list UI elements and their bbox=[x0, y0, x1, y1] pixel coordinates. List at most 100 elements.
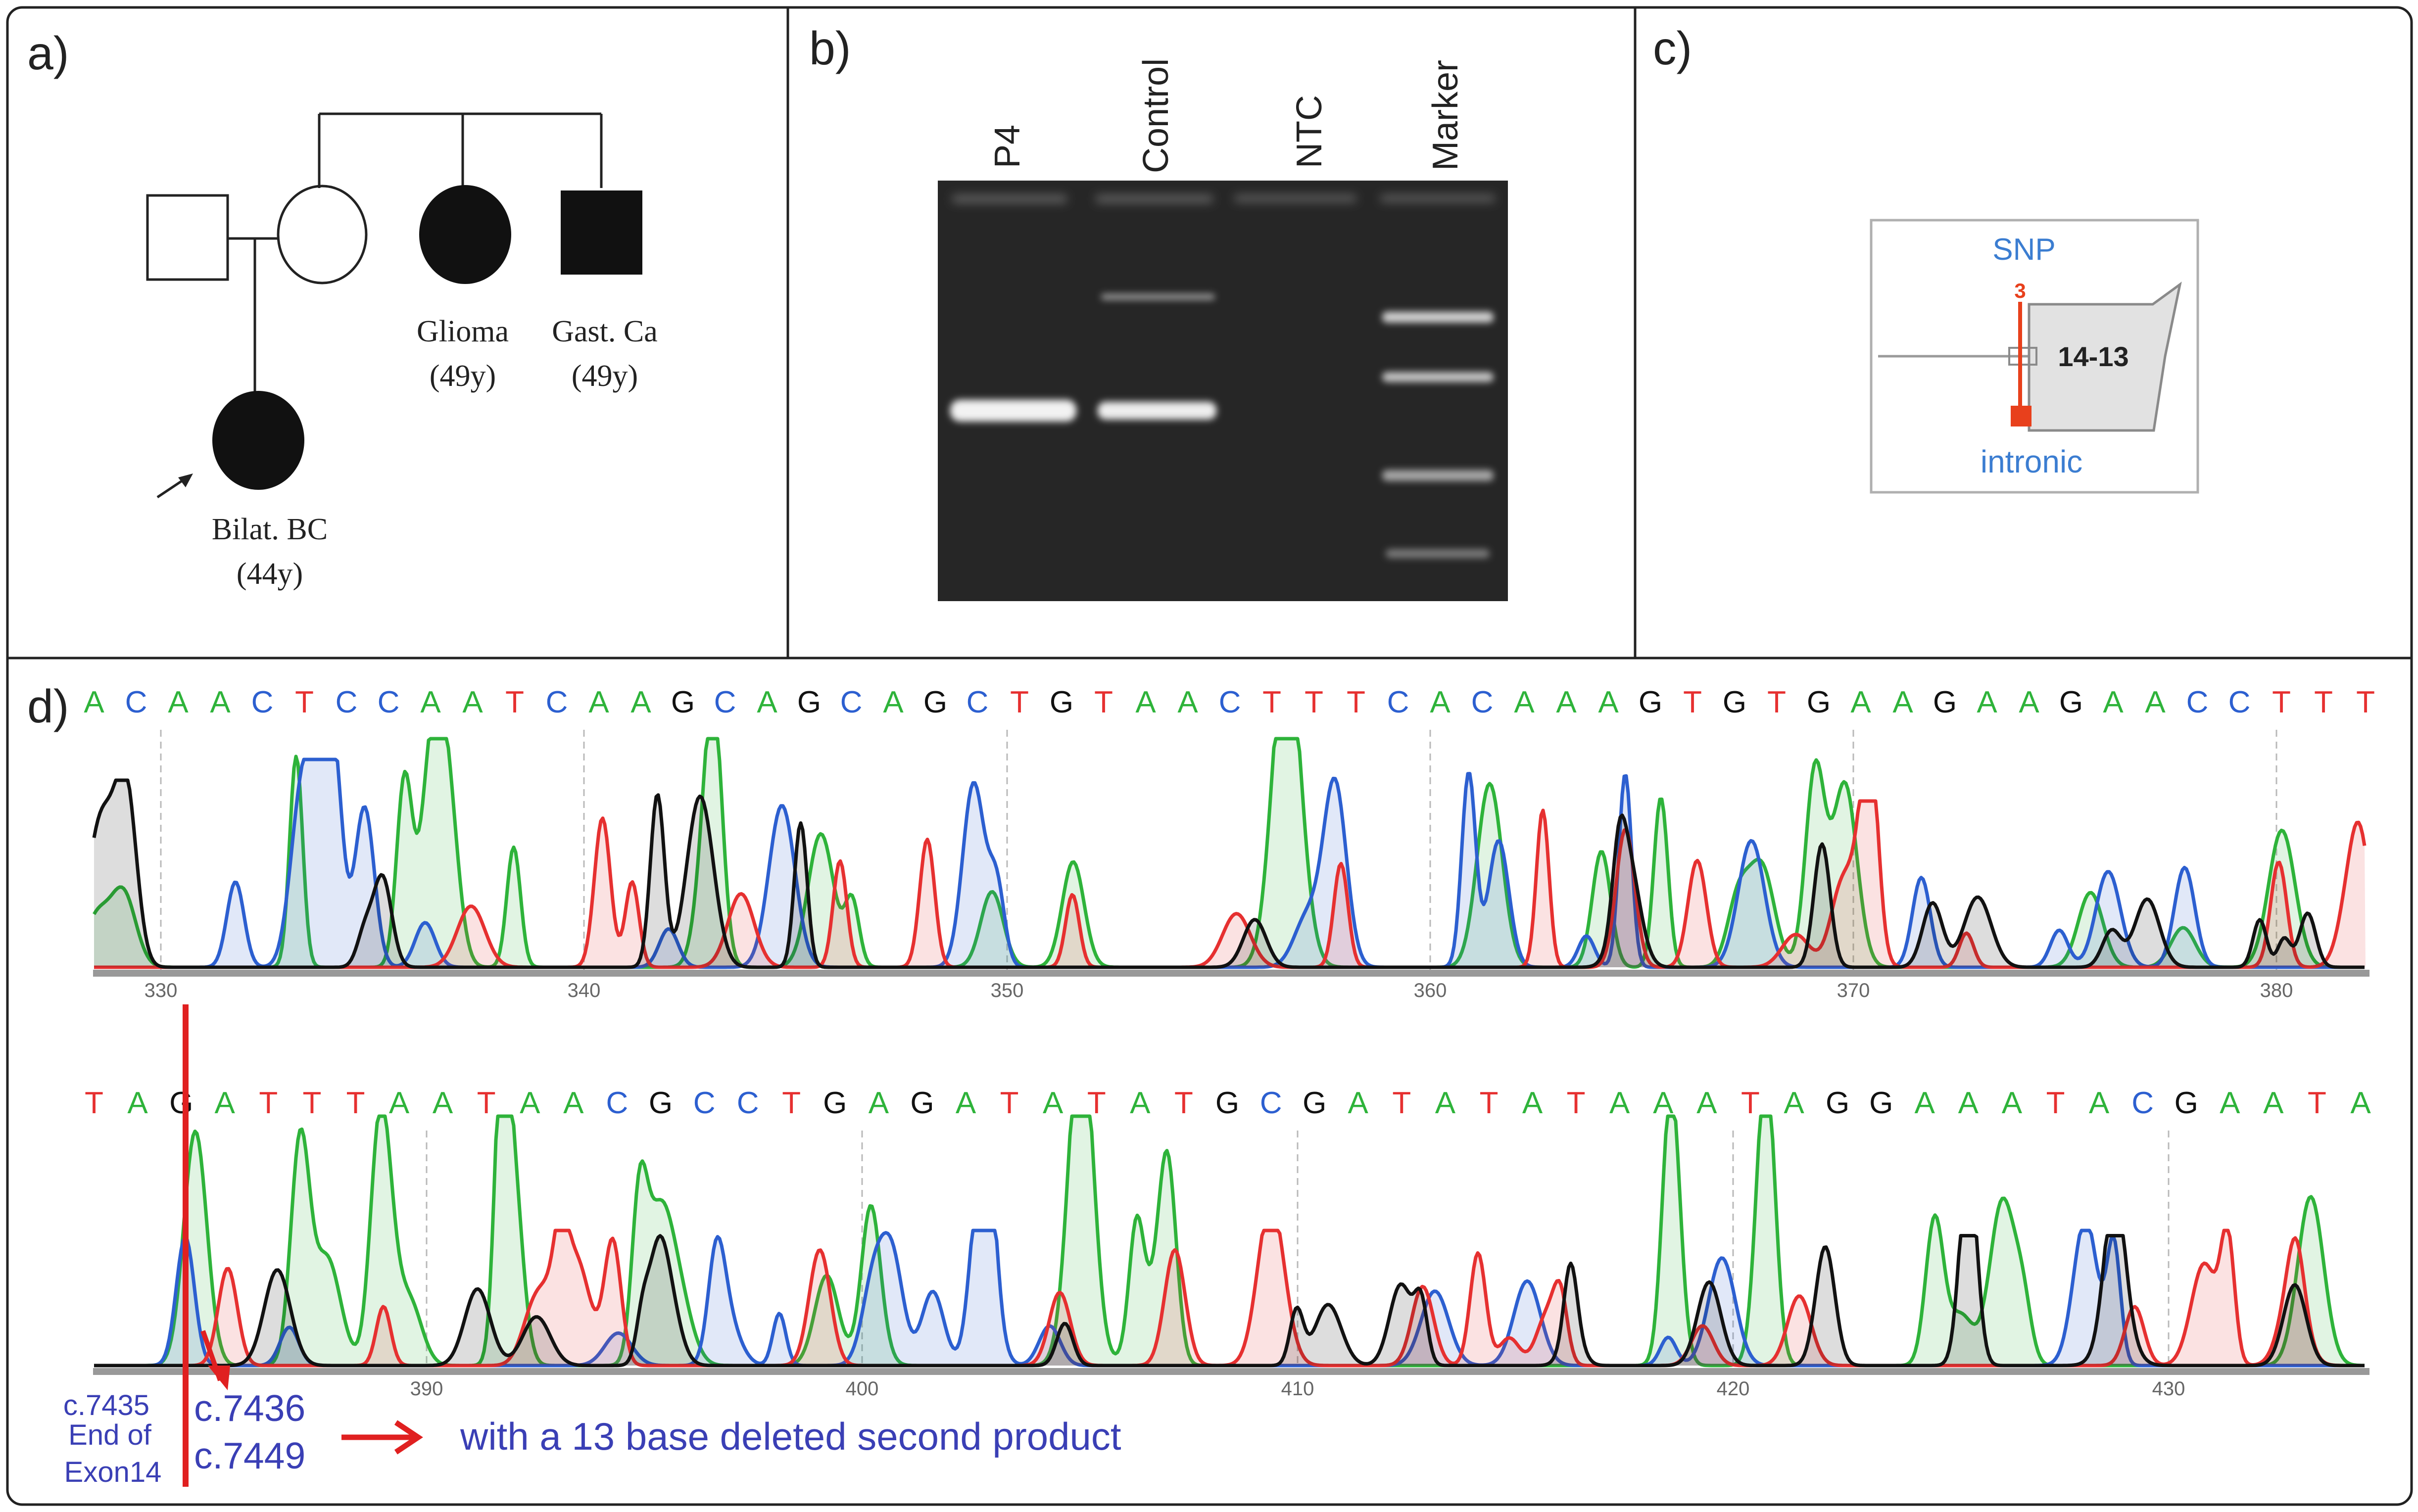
base-letter: T bbox=[302, 1086, 321, 1120]
base-letter: C bbox=[546, 685, 568, 719]
top-axis-bar bbox=[93, 970, 2370, 977]
base-letter: A bbox=[630, 685, 651, 719]
axis-tick-label: 400 bbox=[846, 1378, 879, 1400]
base-letter: A bbox=[2220, 1086, 2240, 1120]
base-letter: A bbox=[168, 685, 189, 719]
base-letter: C bbox=[125, 685, 147, 719]
band-p4 bbox=[950, 400, 1076, 422]
base-letter: T bbox=[1683, 685, 1702, 719]
base-letter: G bbox=[1723, 685, 1746, 719]
base-letter: C bbox=[336, 685, 358, 719]
base-letter: T bbox=[1010, 685, 1029, 719]
base-letter: T bbox=[2356, 685, 2375, 719]
trace-line bbox=[94, 799, 2367, 969]
trace-area bbox=[94, 1230, 2366, 1366]
base-letter: A bbox=[1598, 685, 1619, 719]
base-letter: C bbox=[1387, 685, 1409, 719]
base-letter: A bbox=[1892, 685, 1913, 719]
base-letter: G bbox=[2059, 685, 2083, 719]
base-letter: G bbox=[910, 1086, 934, 1120]
base-letter: A bbox=[1696, 1086, 1717, 1120]
snp-label: SNP bbox=[1992, 233, 2055, 267]
base-letter: A bbox=[2019, 685, 2039, 719]
base-letter: T bbox=[1392, 1086, 1411, 1120]
base-letter: T bbox=[2046, 1086, 2065, 1120]
base-letter: A bbox=[1784, 1086, 1804, 1120]
base-letter: T bbox=[1000, 1086, 1019, 1120]
annotation-gastric-age: (49y) bbox=[572, 359, 638, 393]
base-letter: A bbox=[2350, 1086, 2371, 1120]
base-letter: T bbox=[259, 1086, 278, 1120]
axis-tick-label: 430 bbox=[2152, 1378, 2185, 1400]
base-letter: A bbox=[869, 1086, 889, 1120]
base-letter: A bbox=[462, 685, 483, 719]
base-letter: A bbox=[563, 1086, 584, 1120]
trace-area bbox=[94, 1116, 2366, 1366]
pedigree-female-glioma bbox=[419, 185, 511, 284]
gel-bands bbox=[950, 294, 1494, 558]
base-letter: A bbox=[588, 685, 609, 719]
base-letter: A bbox=[2145, 685, 2166, 719]
panel-b: b) P4 Control NTC Marker bbox=[809, 22, 1508, 601]
panel-b-label: b) bbox=[809, 22, 851, 75]
pedigree-male-unaffected bbox=[146, 194, 229, 281]
base-letter: C bbox=[251, 685, 274, 719]
base-letter: A bbox=[757, 685, 777, 719]
base-letter: C bbox=[2186, 685, 2209, 719]
exon-end-text: End of bbox=[68, 1419, 152, 1451]
snp-marker-box bbox=[2008, 347, 2037, 366]
base-letter: G bbox=[1869, 1086, 1893, 1120]
pedigree-annotations: Glioma (49y) Gast. Ca (49y) Bilat. BC (4… bbox=[212, 315, 658, 591]
base-letter: T bbox=[346, 1086, 365, 1120]
lane-label-p4: P4 bbox=[988, 125, 1027, 168]
trace-area bbox=[94, 801, 2366, 967]
panel-c: c) 3 SNP 14-13 intronic bbox=[1653, 22, 2199, 494]
base-letter: G bbox=[797, 685, 821, 719]
base-letter: T bbox=[2308, 1086, 2326, 1120]
base-letter: T bbox=[2272, 685, 2291, 719]
snp-exon-block bbox=[2028, 282, 2182, 432]
base-letter: G bbox=[2175, 1086, 2198, 1120]
base-letter: C bbox=[1260, 1086, 1282, 1120]
pedigree-proband bbox=[212, 391, 304, 490]
base-letter: C bbox=[606, 1086, 629, 1120]
base-letter: A bbox=[215, 1086, 236, 1120]
axis-tick-label: 330 bbox=[145, 980, 178, 1001]
base-letter: A bbox=[1043, 1086, 1064, 1120]
exon-end-annotation: c.7435 End of Exon14 bbox=[63, 1389, 161, 1488]
panel-a-label: a) bbox=[27, 27, 69, 80]
axis-tick-label: 360 bbox=[1414, 980, 1447, 1001]
base-letter: A bbox=[1130, 1086, 1151, 1120]
base-letter: G bbox=[1807, 685, 1831, 719]
trace-line bbox=[92, 778, 2365, 969]
base-letter: G bbox=[1933, 685, 1957, 719]
base-letter: A bbox=[1850, 685, 1871, 719]
base-letter: A bbox=[2103, 685, 2124, 719]
base-letter: A bbox=[84, 685, 104, 719]
base-letter: T bbox=[2314, 685, 2333, 719]
axis-tick-label: 370 bbox=[1837, 980, 1870, 1001]
intronic-label: intronic bbox=[1981, 444, 2082, 479]
base-letter: G bbox=[1303, 1086, 1326, 1120]
bottom-trace-peaks bbox=[94, 1114, 2366, 1368]
base-letter: T bbox=[1480, 1086, 1499, 1120]
panel-c-label: c) bbox=[1653, 22, 1692, 75]
base-letter: A bbox=[956, 1086, 976, 1120]
base-letter: G bbox=[169, 1086, 193, 1120]
base-letter: A bbox=[1958, 1086, 1979, 1120]
base-letter: C bbox=[378, 685, 400, 719]
base-letter: T bbox=[477, 1086, 496, 1120]
position-c7436: c.7436 bbox=[194, 1387, 305, 1429]
base-letter: A bbox=[883, 685, 904, 719]
band-control-main bbox=[1098, 402, 1216, 420]
lane-label-control: Control bbox=[1136, 58, 1176, 173]
boundary-arrow-head bbox=[208, 1366, 230, 1390]
snp-red-square bbox=[2011, 406, 2031, 426]
exon-label: 14-13 bbox=[2058, 341, 2128, 372]
trace-area bbox=[94, 759, 2366, 967]
base-letter: A bbox=[210, 685, 231, 719]
base-letter: A bbox=[1430, 685, 1451, 719]
